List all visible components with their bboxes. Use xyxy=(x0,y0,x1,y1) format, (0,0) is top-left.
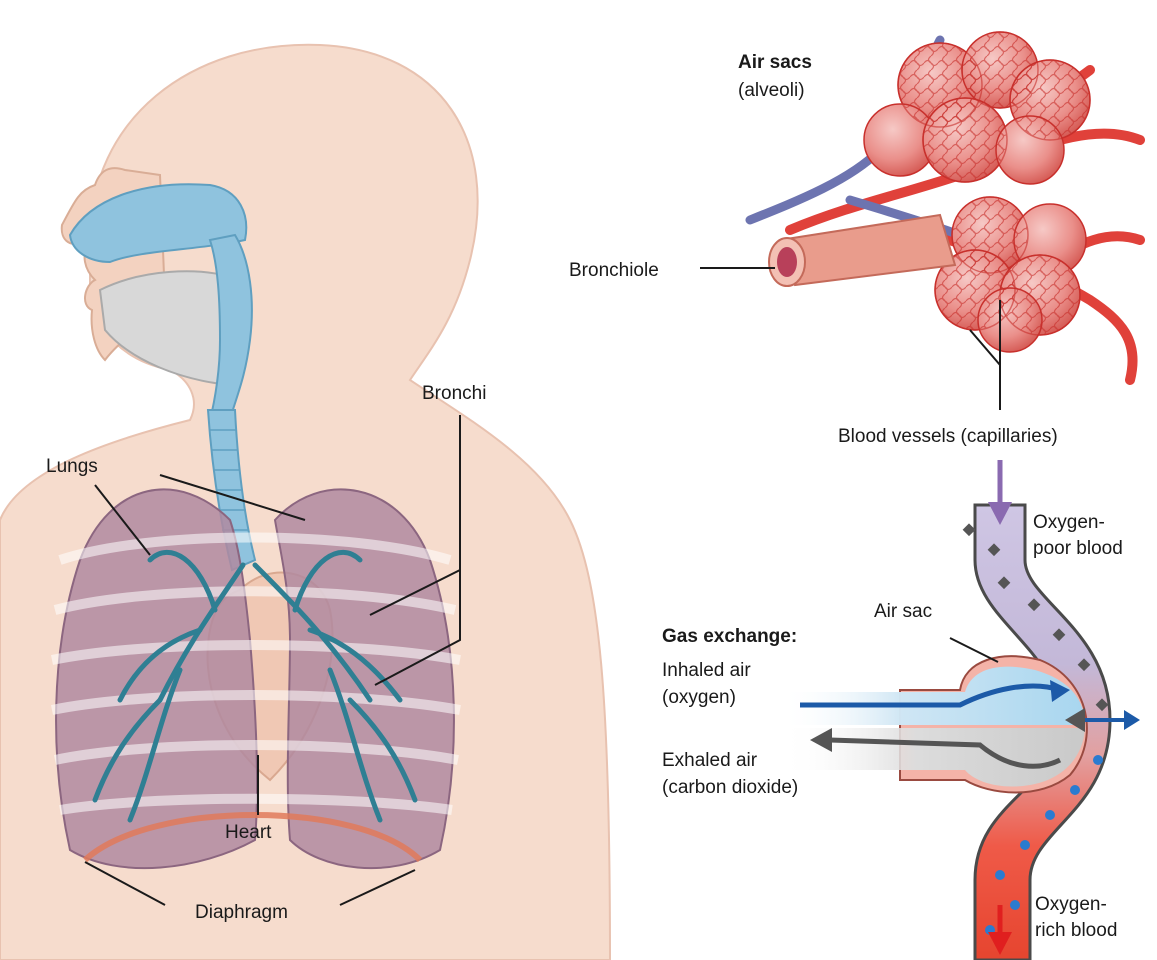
label-oxygen-poor-1: Oxygen- xyxy=(1033,512,1105,533)
alveoli-illustration xyxy=(750,32,1140,380)
label-lungs: Lungs xyxy=(46,456,98,477)
label-diaphragm: Diaphragm xyxy=(195,902,288,923)
label-alveoli: (alveoli) xyxy=(738,80,805,101)
label-heart: Heart xyxy=(225,822,272,843)
label-inhaled-2: (oxygen) xyxy=(662,687,736,708)
label-gas-exchange: Gas exchange: xyxy=(662,626,797,647)
label-bronchi: Bronchi xyxy=(422,383,486,404)
inhale-channel xyxy=(780,667,1085,725)
gas-exchange-illustration xyxy=(780,460,1140,960)
label-oxygen-rich-1: Oxygen- xyxy=(1035,894,1107,915)
label-air-sacs: Air sacs xyxy=(738,52,812,73)
alveoli-cluster-upper xyxy=(864,32,1090,184)
label-oxygen-poor-2: poor blood xyxy=(1033,538,1123,559)
body-illustration xyxy=(0,45,610,960)
label-exhaled-2: (carbon dioxide) xyxy=(662,777,798,798)
label-blood-vessels: Blood vessels (capillaries) xyxy=(838,426,1058,447)
label-inhaled-1: Inhaled air xyxy=(662,660,751,681)
label-exhaled-1: Exhaled air xyxy=(662,750,758,771)
label-bronchiole: Bronchiole xyxy=(569,260,659,281)
label-air-sac: Air sac xyxy=(874,601,932,622)
label-oxygen-rich-2: rich blood xyxy=(1035,920,1117,941)
air-sac-leader xyxy=(950,638,998,662)
alveoli-cluster-lower xyxy=(935,197,1086,352)
